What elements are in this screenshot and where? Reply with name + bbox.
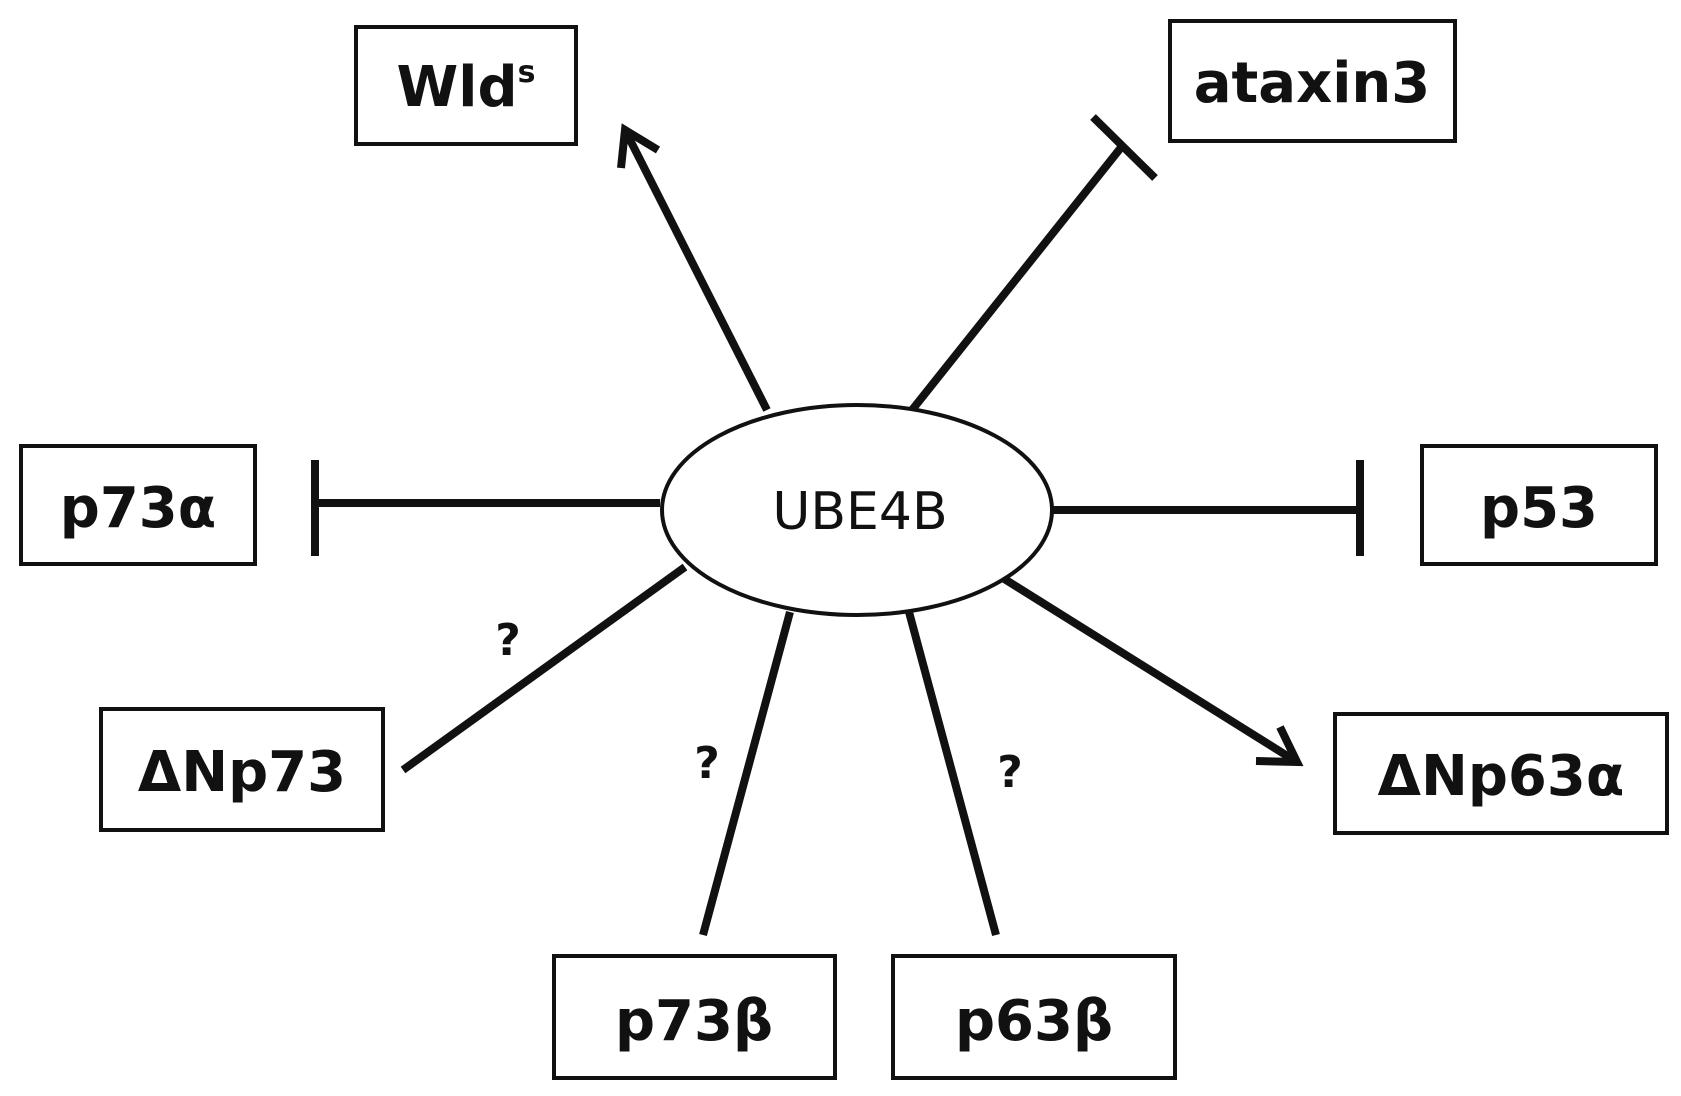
node-wlds-superscript: s: [518, 55, 536, 90]
node-ataxin3-label: ataxin3: [1194, 51, 1431, 116]
node-p53-label: p53: [1480, 476, 1598, 541]
center-node-label: UBE4B: [772, 482, 947, 542]
question-mark-dnp73: ?: [495, 615, 521, 666]
tbar-ataxin3: [1090, 114, 1158, 181]
edge-dnp63a: [987, 566, 1300, 766]
node-p53: p53: [1420, 444, 1658, 566]
node-p73b: p73β: [552, 954, 837, 1080]
node-wlds: Wlds: [354, 25, 578, 146]
node-p63b-label: p63β: [955, 989, 1113, 1054]
node-p63b: p63β: [891, 954, 1177, 1080]
edge-ataxin3: [908, 142, 1127, 413]
node-p73a: p73α: [19, 444, 257, 566]
edge-wlds: [621, 128, 771, 412]
node-p73b-label: p73β: [615, 989, 773, 1054]
edge-p63b: [905, 610, 1000, 937]
node-dnp73-label: ΔNp73: [138, 740, 346, 805]
edge-p73b: [699, 610, 794, 937]
question-mark-p63b: ?: [997, 747, 1023, 798]
edge-dnp73: [400, 563, 688, 774]
svg-text:Wlds: Wlds: [397, 55, 536, 120]
arrowhead-dnp63a: [1255, 725, 1304, 767]
node-p73a-label: p73α: [60, 476, 217, 541]
center-node-ellipse: [660, 403, 1054, 617]
question-mark-p73b: ?: [694, 738, 720, 789]
node-ataxin3: ataxin3: [1168, 19, 1457, 143]
arrowhead-wlds: [617, 123, 661, 169]
node-dnp63a: ΔNp63α: [1333, 712, 1669, 835]
node-dnp73: ΔNp73: [99, 707, 385, 832]
node-wlds-label: Wld: [397, 55, 518, 120]
node-dnp63a-label: ΔNp63α: [1378, 744, 1625, 809]
